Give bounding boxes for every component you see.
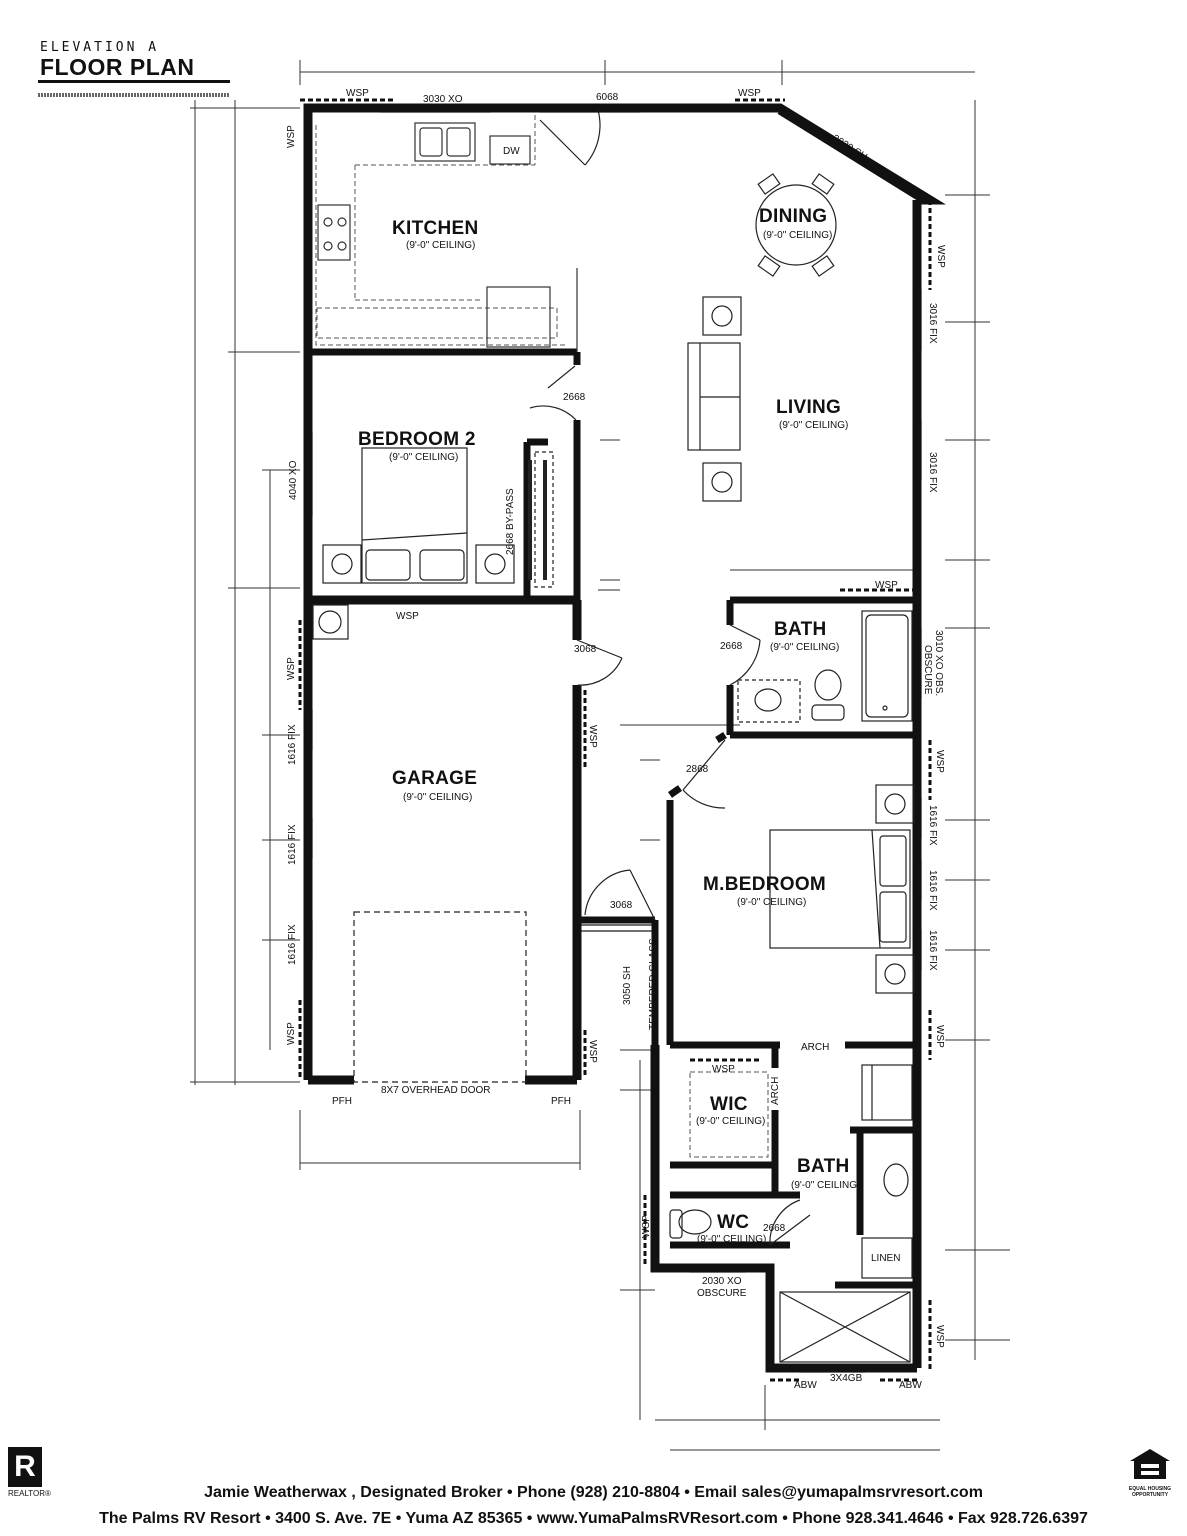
- hall-bath-fixtures: [737, 610, 913, 723]
- equal-housing-icon: [1130, 1449, 1170, 1479]
- page-title: FLOOR PLAN: [40, 54, 195, 80]
- door-swings: [529, 109, 811, 1246]
- living-furniture: [598, 296, 742, 591]
- wic-shelving: [689, 1071, 769, 1158]
- ceiling-kitchen: (9'-0" CEILING): [406, 240, 476, 251]
- label-window-3016fix-b: 3016 FIX: [927, 452, 938, 493]
- label-window-2030xo: 2030 XO: [702, 1276, 742, 1287]
- room-name-bath: BATH: [774, 619, 827, 640]
- label-wsp-right-mid: WSP: [934, 750, 945, 773]
- ceiling-master-bath: (9'-0" CEILING): [791, 1180, 861, 1191]
- footer-resort-line: The Palms RV Resort • 3400 S. Ave. 7E • …: [99, 1510, 1088, 1527]
- realtor-text: REALTOR®: [8, 1489, 51, 1498]
- label-wsp-top-left: WSP: [346, 88, 369, 99]
- label-obscure-wc: OBSCURE: [697, 1288, 747, 1299]
- label-wsp-left-top: WSP: [286, 125, 297, 148]
- master-bedroom-furniture: [769, 784, 915, 994]
- floor-plan-drawing: [190, 60, 1010, 1451]
- dining-table: [755, 173, 837, 277]
- master-bath-fixtures: [669, 1064, 913, 1363]
- label-window-1616fix-a: 1616 FIX: [287, 724, 298, 765]
- label-door-2668-bath: 2668: [720, 641, 743, 652]
- label-door-6068: 6068: [596, 92, 619, 103]
- footer-broker-line: Jamie Weatherwax , Designated Broker • P…: [204, 1484, 983, 1501]
- interior-walls: [308, 348, 917, 1289]
- label-wsp-left-bottom: WSP: [286, 1022, 297, 1045]
- kitchen-cabinets: [315, 115, 565, 346]
- label-door-2668-bedroom2: 2668: [563, 392, 586, 403]
- room-name-garage: GARAGE: [392, 768, 478, 789]
- realtor-mark: R: [8, 1447, 42, 1487]
- room-name-bedroom-2: BEDROOM 2: [358, 429, 476, 450]
- room-name-master-bath: BATH: [797, 1156, 850, 1177]
- ceiling-garage: (9'-0" CEILING): [403, 792, 473, 803]
- label-arch-wic: ARCH: [770, 1076, 781, 1105]
- label-window-3010: 3010 XO OBS.: [933, 630, 944, 697]
- ceiling-dining: (9'-0" CEILING): [763, 230, 833, 241]
- kitchen-counter: [317, 122, 578, 352]
- label-wsp-living: WSP: [875, 580, 898, 591]
- windows: [304, 104, 922, 1373]
- label-wsp-left-garage: WSP: [286, 657, 297, 680]
- label-window-3050sh: 3050 SH: [622, 966, 633, 1005]
- equal-housing-text: EQUAL HOUSING OPPORTUNITY: [1128, 1486, 1172, 1498]
- label-dw: DW: [503, 146, 520, 157]
- ceiling-bath: (9'-0" CEILING): [770, 642, 840, 653]
- label-door-3068-garage: 3068: [574, 644, 597, 655]
- label-wsp-top-right: WSP: [738, 88, 761, 99]
- label-bypass-2668: 2668 BY-PASS: [505, 488, 516, 555]
- label-wsp-wic: WSP: [712, 1064, 735, 1075]
- label-tempered-glass: TEMPERED GLASS: [648, 938, 659, 1030]
- label-pfh-left: PFH: [332, 1096, 352, 1107]
- label-window-1616fix-c: 1616 FIX: [287, 924, 298, 965]
- room-name-wic: WIC: [710, 1094, 748, 1115]
- label-door-3068-hall: 3068: [610, 900, 633, 911]
- label-wsp-right-top: WSP: [935, 245, 946, 268]
- ceiling-master-bedroom: (9'-0" CEILING): [737, 897, 807, 908]
- label-wsp-garage-right-a: WSP: [587, 725, 598, 748]
- ceiling-wc: (9'-0" CEILING): [697, 1234, 767, 1245]
- label-window-1616fix-f: 1616 FIX: [927, 930, 938, 971]
- label-pfh-right: PFH: [551, 1096, 571, 1107]
- dimension-lines: [190, 60, 1010, 1451]
- room-name-kitchen: KITCHEN: [392, 218, 479, 239]
- ceiling-living: (9'-0" CEILING): [779, 420, 849, 431]
- label-window-1616fix-d: 1616 FIX: [927, 805, 938, 846]
- label-abw-left: ABW: [794, 1380, 817, 1391]
- label-overhead-door: 8X7 OVERHEAD DOOR: [381, 1085, 491, 1096]
- label-wsp-garage-right-b: WSP: [587, 1040, 598, 1063]
- label-obscure-bath: OBSCURE: [922, 645, 933, 695]
- label-wsp-wc: WSP: [641, 1215, 652, 1238]
- room-name-living: LIVING: [776, 397, 842, 418]
- label-wsp-garage: WSP: [396, 611, 419, 622]
- label-window-1616fix-e: 1616 FIX: [927, 870, 938, 911]
- label-window-4040xo: 4040 XO: [288, 460, 299, 500]
- label-window-1616fix-b: 1616 FIX: [287, 824, 298, 865]
- room-name-wc: WC: [717, 1212, 750, 1233]
- elevation-label: ELEVATION A: [40, 40, 160, 55]
- label-window-3030xo: 3030 XO: [423, 94, 463, 105]
- label-abw-right: ABW: [899, 1380, 922, 1391]
- bedroom2-furniture: [322, 447, 554, 588]
- room-name-dining: DINING: [759, 206, 828, 227]
- label-window-3x4gb: 3X4GB: [830, 1373, 863, 1384]
- realtor-logo: R REALTOR®: [8, 1447, 51, 1498]
- label-wsp-right-mbed: WSP: [934, 1025, 945, 1048]
- ceiling-bedroom-2: (9'-0" CEILING): [389, 452, 459, 463]
- label-door-2668-wc: 2668: [763, 1223, 786, 1234]
- title-underline-dotted: [38, 93, 230, 97]
- ceiling-wic: (9'-0" CEILING): [696, 1116, 766, 1127]
- wsp-wall-segments: [298, 98, 932, 1382]
- label-arch-mbed: ARCH: [801, 1042, 830, 1053]
- label-linen: LINEN: [871, 1253, 901, 1264]
- label-wsp-right-bottom: WSP: [934, 1325, 945, 1348]
- room-name-master-bedroom: M.BEDROOM: [703, 874, 827, 895]
- equal-housing-logo: EQUAL HOUSING OPPORTUNITY: [1126, 1447, 1174, 1498]
- label-window-3016fix-a: 3016 FIX: [927, 303, 938, 344]
- garage-fixtures: [312, 604, 527, 1083]
- label-door-2868: 2868: [686, 764, 709, 775]
- title-underline: [38, 80, 230, 83]
